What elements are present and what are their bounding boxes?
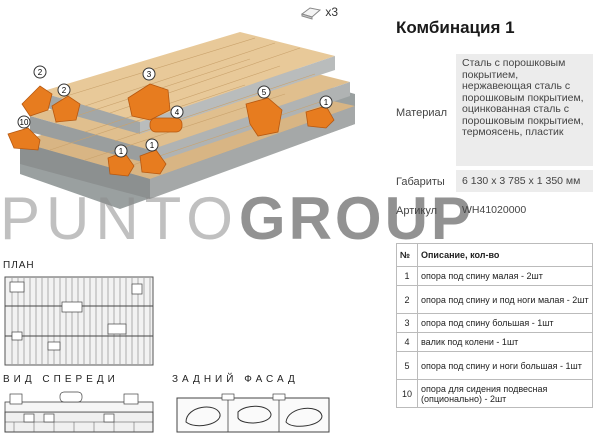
column-header-number: №	[396, 243, 418, 267]
quantity-label: x3	[325, 5, 339, 19]
callout-text: 1	[119, 147, 124, 156]
page-title: Комбинация 1	[396, 18, 515, 37]
tier-1-side	[150, 106, 355, 199]
callout-text: 2	[38, 68, 43, 77]
back-view-drawing	[176, 393, 330, 433]
front-slats	[13, 422, 135, 432]
row-number: 1	[396, 266, 418, 286]
row-number: 2	[396, 285, 418, 314]
support-2b	[51, 95, 81, 123]
support-10	[7, 127, 41, 151]
plan-caption: ПЛАН	[3, 260, 35, 271]
callout-10: 10	[17, 115, 31, 129]
article-value: WH41020000	[462, 204, 527, 216]
material-label: Материал	[396, 107, 447, 119]
callout-text: 3	[147, 70, 152, 79]
tier-1-front	[20, 142, 150, 199]
plan-supports	[9, 281, 143, 351]
callout-2b: 2	[57, 83, 71, 97]
callout-text: 2	[62, 86, 67, 95]
callout-4: 4	[170, 105, 184, 119]
tier-3-side	[140, 56, 335, 134]
back-cutouts	[185, 405, 323, 427]
callouts: 2 2 3 10 4 5 1 1 1 1	[17, 65, 333, 158]
tier-3-top	[40, 32, 335, 122]
row-description: опора под спину малая - 2шт	[417, 266, 593, 286]
row-description: валик под колени - 1шт	[417, 332, 593, 352]
callout-2a: 2	[33, 65, 47, 79]
support-3	[127, 83, 171, 121]
dimensions-label: Габариты	[396, 176, 445, 188]
front-supports	[9, 391, 139, 423]
callout-1c: 1	[145, 138, 159, 152]
front-view-drawing	[4, 391, 154, 433]
row-description: опора под спину большая - 1шт	[417, 313, 593, 333]
article-label: Артикул	[396, 205, 438, 217]
row-number: 4	[396, 332, 418, 352]
support-5	[245, 97, 283, 137]
support-2a	[21, 85, 53, 117]
callout-3: 3	[142, 67, 156, 81]
row-number: 5	[396, 351, 418, 380]
row-description: опора под спину и ноги большая - 1шт	[417, 351, 593, 380]
callout-1b: 1	[114, 144, 128, 158]
dimensions-value: 6 130 х 3 785 х 1 350 мм	[456, 170, 593, 192]
callout-text: 1	[324, 98, 329, 107]
eraser-icon	[300, 7, 322, 20]
callout-text: 4	[175, 108, 180, 117]
support-4	[149, 117, 183, 133]
row-number: 10	[396, 379, 418, 408]
back-view-caption: ЗАДНИЙ ФАСАД	[172, 374, 299, 385]
supports	[7, 83, 335, 177]
column-header-description: Описание, кол-во	[417, 243, 593, 267]
row-number: 3	[396, 313, 418, 333]
callout-text: 1	[150, 141, 155, 150]
plan-drawing	[4, 276, 154, 366]
callout-5: 5	[257, 85, 271, 99]
callout-1a: 1	[319, 95, 333, 109]
row-description: опора для сидения подвесная (опционально…	[417, 379, 593, 408]
front-view-caption: ВИД СПЕРЕДИ	[3, 374, 119, 385]
row-description: опора под спину и под ноги малая - 2шт	[417, 285, 593, 314]
callout-text: 10	[20, 118, 29, 127]
material-value: Сталь с порошковым покрытием, нержавеюща…	[456, 54, 593, 166]
quantity-badge: x3	[300, 5, 338, 20]
callout-text: 5	[262, 88, 267, 97]
table-header-row: № Описание, кол-во	[396, 243, 593, 267]
product-render: 2 2 3 10 4 5 1 1 1 1	[7, 32, 355, 209]
